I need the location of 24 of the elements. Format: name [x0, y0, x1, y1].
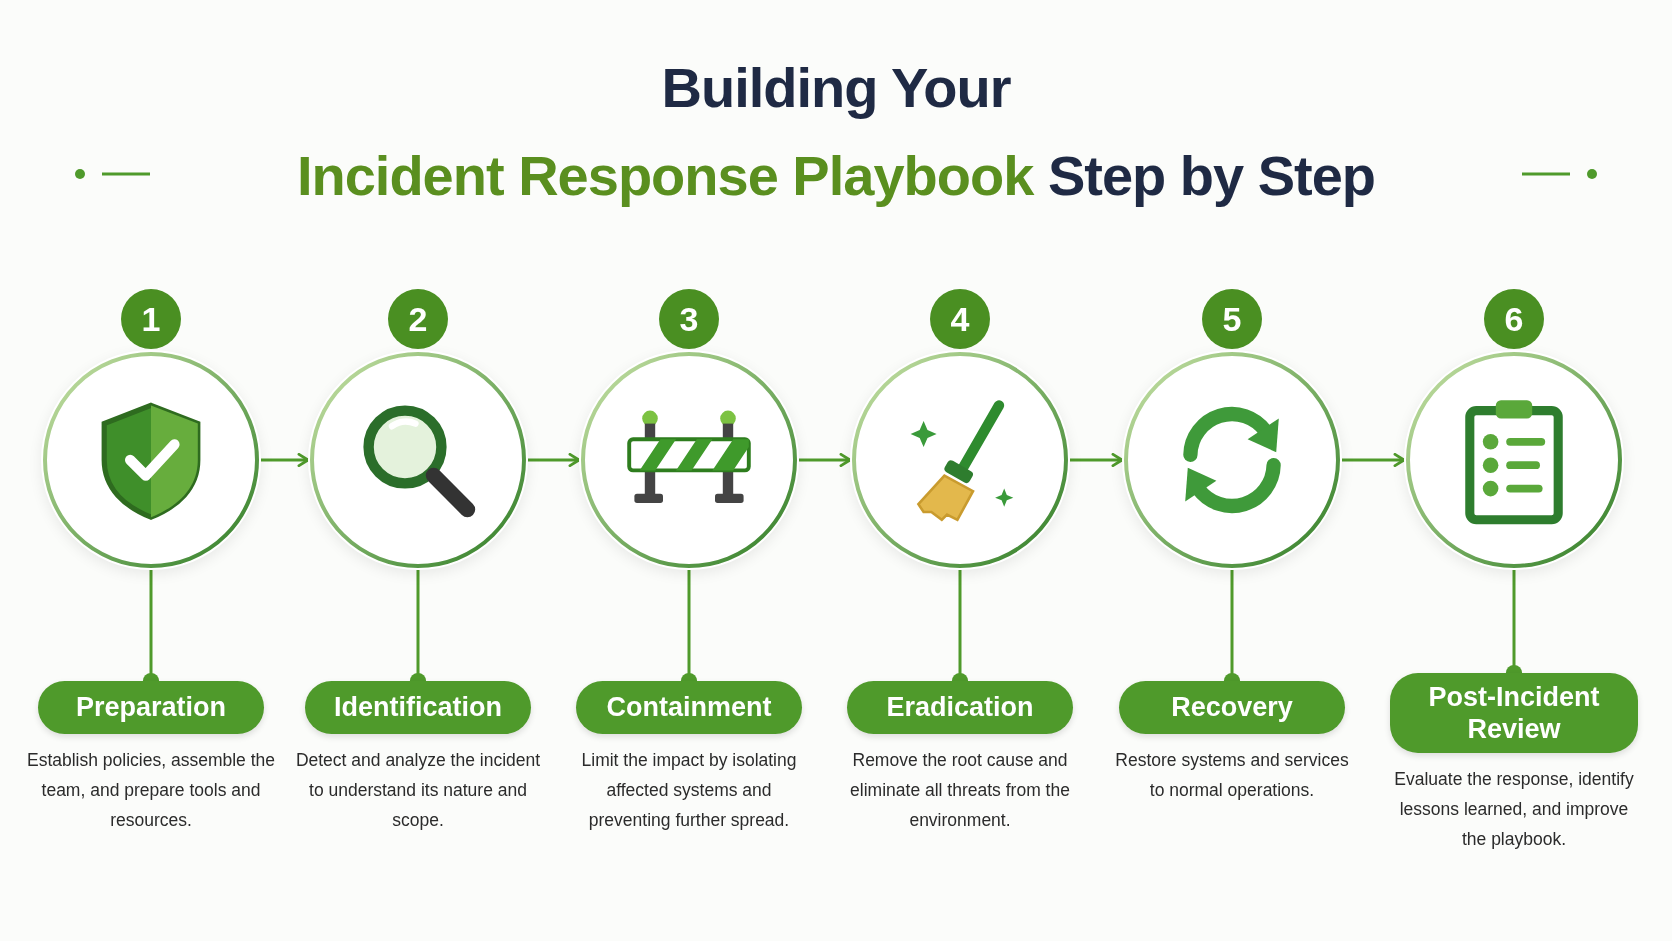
arrow — [528, 452, 581, 468]
step-number-badge: 3 — [659, 289, 719, 349]
step-description: Detect and analyze the incident to understand its nature and scope. — [294, 749, 542, 832]
title: Building Your Incident Response Playbook Step by Step — [295, 55, 1377, 209]
step-label: Eradication — [847, 681, 1073, 734]
step-label: Post-Incident Review — [1390, 673, 1638, 753]
step-description: Restore systems and services to normal operations. — [1114, 749, 1350, 802]
arrow — [1070, 452, 1124, 468]
step-label: Recovery — [1119, 681, 1345, 734]
step-label: Preparation — [38, 681, 264, 734]
step-description: Establish policies, assemble the team, and prepare tools and resources. — [26, 749, 276, 832]
arrow — [1342, 452, 1406, 468]
step-number-badge: 2 — [388, 289, 448, 349]
step-number-badge: 5 — [1202, 289, 1262, 349]
step-number-badge: 1 — [121, 289, 181, 349]
step-description: Limit the impact by isolating affected systems and preventing further spread. — [580, 749, 798, 832]
arrow — [261, 452, 310, 468]
arrow — [799, 452, 852, 468]
step-label: Containment — [576, 681, 802, 734]
step-number-badge: 6 — [1484, 289, 1544, 349]
step-label: Identification — [305, 681, 531, 734]
step-description: Remove the root cause and eliminate all threats from the environment. — [849, 749, 1071, 832]
step-description: Evaluate the response, identify lessons learned, and improve the playbook. — [1393, 768, 1635, 851]
step-number-badge: 4 — [930, 289, 990, 349]
